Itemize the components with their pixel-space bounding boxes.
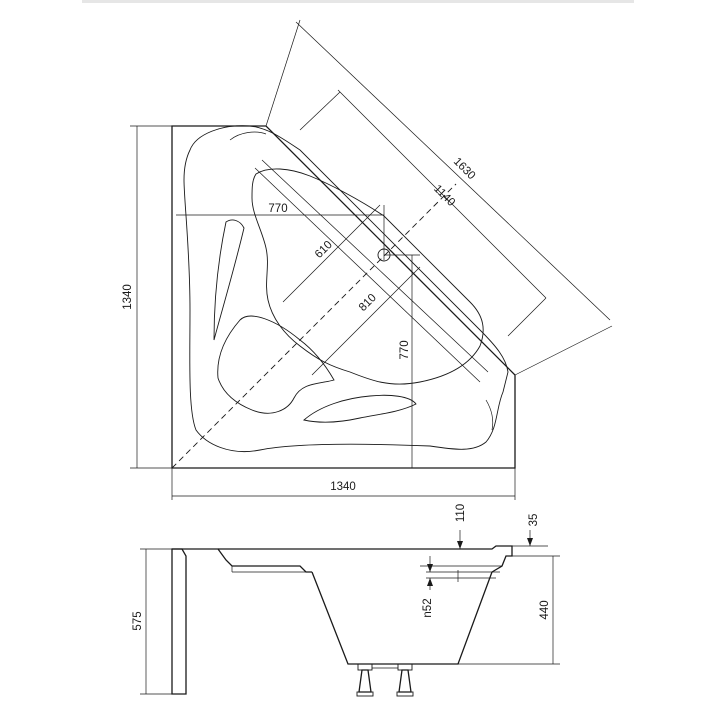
dim-inner-width: 770	[268, 203, 287, 215]
dim-inner-height: 770	[399, 340, 411, 359]
dim-rim-lip: 35	[528, 514, 540, 527]
dim-rim-thickness: 110	[455, 504, 467, 522]
dim-basin-depth: 810	[357, 292, 379, 314]
dim-diagonal-outer: 1630	[451, 156, 478, 183]
rim-edge-line	[261, 159, 489, 373]
side-rim-right	[218, 545, 513, 573]
dim-basin-height: 440	[539, 600, 551, 619]
side-tub-body	[311, 571, 493, 665]
dim-line-seat-depth	[282, 204, 381, 303]
side-apron-panel	[171, 548, 187, 695]
dim-overall-width: 1340	[330, 481, 356, 493]
lower-seat	[217, 315, 335, 414]
foot-left	[356, 663, 374, 697]
rim-corner-detail	[485, 399, 494, 431]
foot-right	[396, 663, 414, 697]
rim-edge-line	[254, 167, 481, 383]
inner-basin	[251, 168, 484, 385]
dim-line-diagonal-outer	[295, 21, 611, 321]
diagonal-centerline	[171, 183, 457, 469]
dim-line-diagonal-inner	[337, 89, 547, 299]
top-view: 1340 1340 1630 1140 770 770 610 810	[122, 19, 613, 500]
left-armrest	[213, 219, 245, 341]
tub-rim	[183, 125, 509, 452]
dim-total-height: 575	[132, 611, 144, 630]
side-view: 575 110 35 440 n52	[132, 504, 560, 697]
top-border-strip	[82, 0, 634, 3]
dim-seat-depth: 610	[313, 239, 335, 261]
side-rim-top	[172, 548, 312, 573]
front-seat	[303, 394, 417, 423]
dim-outlet: n52	[422, 598, 434, 617]
dim-overall-height: 1340	[122, 284, 134, 310]
rim-corner-detail	[229, 131, 267, 141]
dim-line-basin-depth	[311, 266, 421, 376]
